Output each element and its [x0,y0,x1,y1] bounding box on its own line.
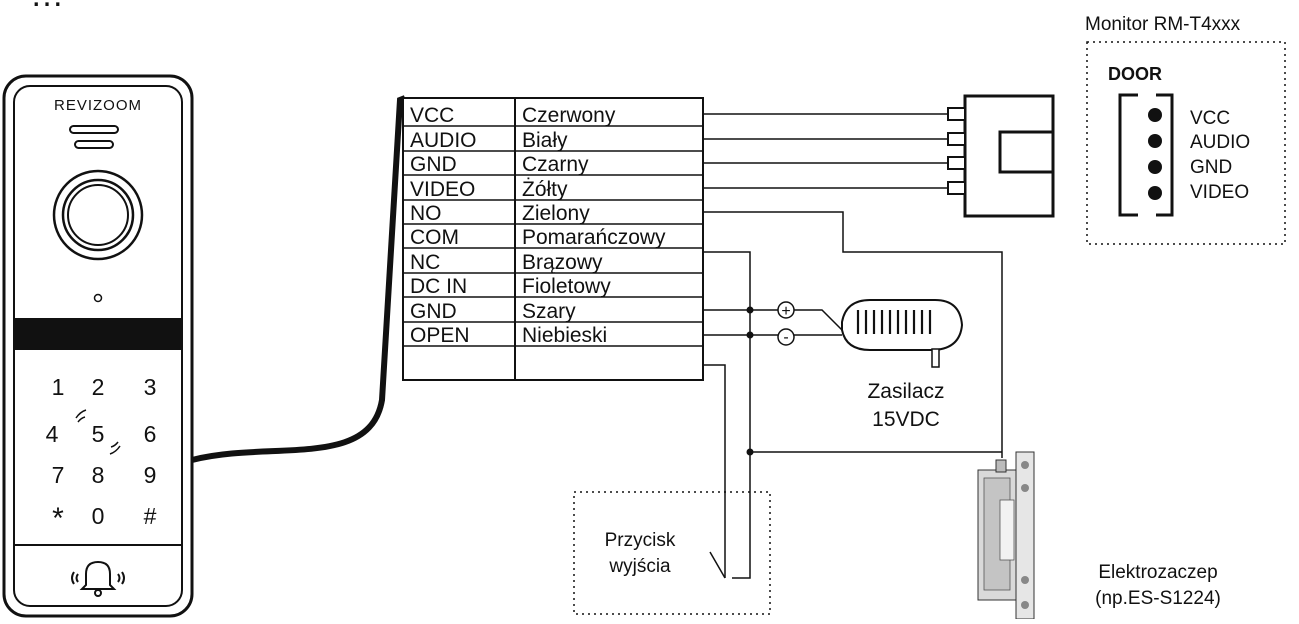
signal-gnd-2: GND [410,300,457,323]
color-czerwony: Czerwony [522,104,616,127]
plug-prong-icon [931,348,940,368]
panel-cable [191,95,407,463]
color-czarny: Czarny [522,153,589,176]
signal-audio: AUDIO [410,129,477,152]
pin-video: VIDEO [1190,182,1249,203]
pin-vcc: VCC [1190,108,1230,129]
key-1: 1 [52,374,65,400]
bell-icon [71,560,125,597]
signal-com: COM [410,226,459,249]
color-bialy: Biały [522,129,568,152]
color-niebieski: Niebieski [522,324,607,347]
signal-gnd: GND [410,153,457,176]
key-7: 7 [52,462,65,488]
camera-icon [52,169,144,261]
key-hash: # [144,503,157,529]
pin-audio: AUDIO [1190,132,1250,153]
switch-symbol-icon [709,551,726,579]
signal-no: NO [410,202,442,225]
key-6: 6 [144,421,157,447]
key-3: 3 [144,374,157,400]
signal-dc-in: DC IN [410,275,467,298]
monitor-title: Monitor RM-T4xxx [1085,14,1241,35]
key-4: 4 [46,421,59,447]
key-0: 0 [92,503,105,529]
door-panel: REVIZOOM 1 2 3 4 5 6 7 8 9 * 0 # [2,74,194,618]
minus-symbol: - [783,329,788,346]
psu-label-1: Zasilacz [867,380,944,403]
monitor-box [1086,41,1286,245]
strike-label-2: (np.ES-S1224) [1095,588,1221,609]
exit-button-label-1: Przycisk [605,530,676,551]
color-szary: Szary [522,300,576,323]
signal-video: VIDEO [410,178,475,201]
pin-gnd: GND [1190,157,1232,178]
psu-label-2: 15VDC [872,408,940,431]
cut-off-heading: … [30,0,64,14]
key-star: * [52,502,64,535]
color-pomaranczowy: Pomarańczowy [522,226,666,249]
key-5: 5 [92,421,105,447]
keypad: 1 2 3 4 5 6 7 8 9 * 0 # [46,374,157,535]
plus-symbol: + [781,303,790,320]
color-fioletowy: Fioletowy [522,275,611,298]
monitor-connector-plug [947,94,1055,218]
key-2: 2 [92,374,105,400]
wiring-table: VCC Czerwony AUDIO Biały GND Czarny VIDE… [402,97,704,381]
key-8: 8 [92,462,105,488]
wires [703,113,1003,579]
key-9: 9 [144,462,157,488]
color-zolty: Żółty [522,178,568,201]
signal-vcc: VCC [410,104,454,127]
brand-logo: REVIZOOM [54,97,142,114]
electric-strike-icon [977,451,1035,620]
exit-button-box [573,491,771,615]
speaker-grille-icon [69,125,119,134]
signal-nc: NC [410,251,440,274]
power-supply: + - Zasilacz 15VDC [777,299,964,431]
rfid-icon [75,409,121,455]
color-zielony: Zielony [522,202,590,225]
monitor-terminal [1118,93,1174,217]
strike-label-1: Elektrozaczep [1098,562,1217,583]
display-strip [14,318,182,350]
exit-button-label-2: wyjścia [608,556,671,577]
signal-open: OPEN [410,324,470,347]
microphone-icon [93,293,103,303]
door-label: DOOR [1108,64,1162,84]
color-brazowy: Brązowy [522,251,603,274]
